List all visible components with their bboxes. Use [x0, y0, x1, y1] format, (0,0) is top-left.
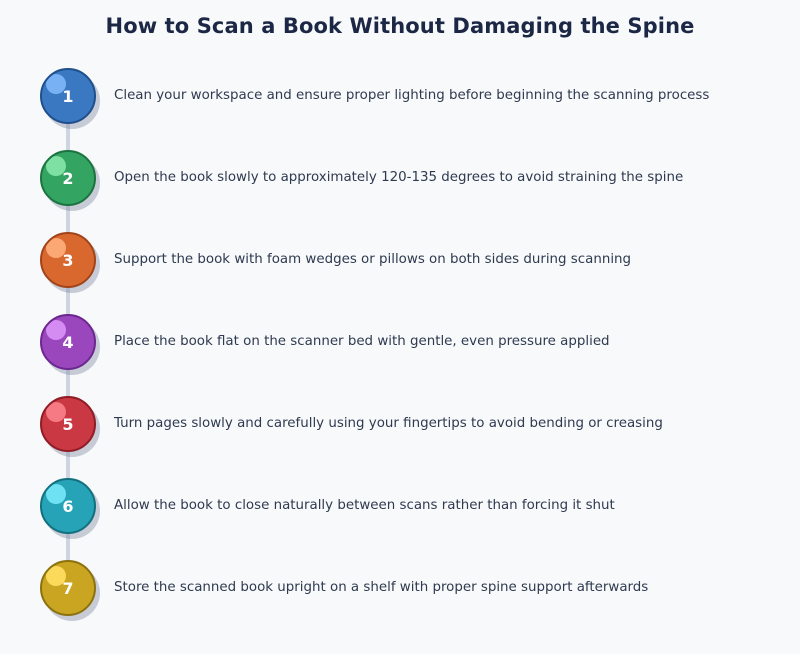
badge-highlight-icon — [46, 566, 66, 586]
step-number-badge: 4 — [40, 314, 100, 375]
step-item: 5 Turn pages slowly and carefully using … — [0, 396, 800, 457]
badge-highlight-icon — [46, 484, 66, 504]
badge-circle — [40, 560, 96, 616]
step-number: 5 — [62, 415, 74, 434]
step-number: 4 — [62, 333, 74, 352]
badge-circle — [40, 232, 96, 288]
step-description: Clean your workspace and ensure proper l… — [114, 88, 710, 103]
badge-highlight-icon — [46, 320, 66, 340]
step-item: 1 Clean your workspace and ensure proper… — [0, 68, 800, 129]
page-title: How to Scan a Book Without Damaging the … — [105, 14, 695, 38]
step-description: Support the book with foam wedges or pil… — [114, 252, 632, 267]
step-number: 7 — [62, 579, 74, 598]
step-number-badge: 3 — [40, 232, 100, 293]
badge-circle — [40, 68, 96, 124]
step-item: 4 Place the book flat on the scanner bed… — [0, 314, 800, 375]
badge-circle — [40, 396, 96, 452]
step-description: Turn pages slowly and carefully using yo… — [114, 416, 663, 431]
badge-highlight-icon — [46, 74, 66, 94]
step-number-badge: 1 — [40, 68, 100, 129]
badge-circle — [40, 478, 96, 534]
badge-circle — [40, 150, 96, 206]
step-description: Allow the book to close naturally betwee… — [114, 498, 615, 513]
step-item: 6 Allow the book to close naturally betw… — [0, 478, 800, 539]
step-number: 2 — [62, 169, 74, 188]
step-item: 3 Support the book with foam wedges or p… — [0, 232, 800, 293]
step-number: 3 — [62, 251, 74, 270]
step-description: Store the scanned book upright on a shel… — [114, 580, 649, 595]
step-item: 2 Open the book slowly to approximately … — [0, 150, 800, 211]
badge-highlight-icon — [46, 238, 66, 258]
step-number: 1 — [62, 87, 74, 106]
badge-circle — [40, 314, 96, 370]
step-number-badge: 5 — [40, 396, 100, 457]
step-number-badge: 7 — [40, 560, 100, 621]
step-number-badge: 2 — [40, 150, 100, 211]
step-number: 6 — [62, 497, 74, 516]
step-number-badge: 6 — [40, 478, 100, 539]
step-description: Open the book slowly to approximately 12… — [114, 170, 684, 185]
badge-highlight-icon — [46, 402, 66, 422]
step-item: 7 Store the scanned book upright on a sh… — [0, 560, 800, 621]
badge-highlight-icon — [46, 156, 66, 176]
step-description: Place the book flat on the scanner bed w… — [114, 334, 610, 349]
